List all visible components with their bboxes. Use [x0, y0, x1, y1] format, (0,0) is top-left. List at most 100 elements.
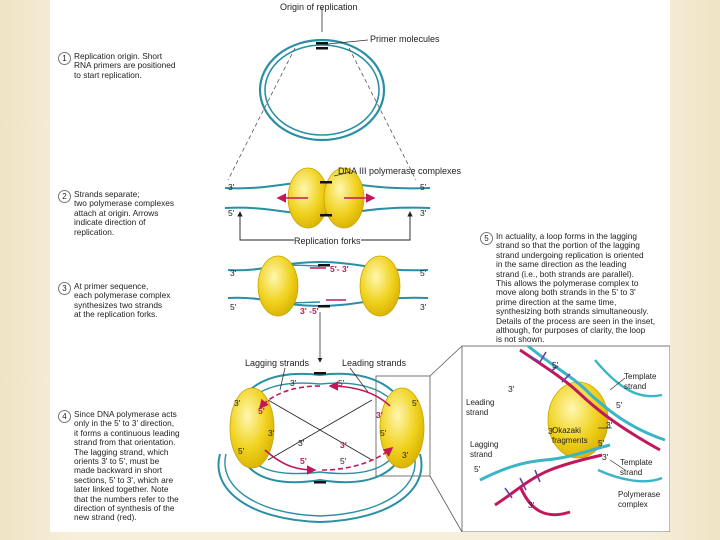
inset-template-top-label: Template strand: [624, 372, 657, 391]
inset-end-label: 5': [552, 360, 559, 370]
step-2: 2 Strands separate; two polymerase compl…: [58, 189, 174, 237]
step-number: 4: [58, 410, 71, 423]
step-line: later linked together. Note: [74, 484, 169, 495]
step-line: RNA primers are positioned: [74, 60, 176, 71]
end-label: 5': [228, 208, 235, 218]
primer-4-top: [314, 372, 326, 375]
step-line: Strands separate;: [74, 189, 140, 199]
step-line: is not shown.: [496, 334, 545, 345]
primer-mark-top: [316, 42, 328, 45]
inset-marker-box: [375, 375, 431, 477]
inset-end-label: 3': [508, 384, 515, 394]
inset-end-label: 3': [606, 420, 613, 430]
inset-leading-label: Leading strand: [466, 398, 495, 417]
end-label: 5': [300, 456, 307, 466]
dna-circle-4-bottom-inner: [224, 453, 416, 517]
step-line: strand so that the portion of the laggin…: [496, 240, 640, 251]
step-3: 3 At primer sequence, each polymerase co…: [58, 281, 171, 320]
inset-lagging-strand: [494, 453, 603, 507]
end-label: 5': [338, 378, 345, 388]
step-line: orients 3' to 5', must be: [74, 456, 160, 467]
dna-circle-4-bottom: [217, 453, 423, 524]
end-label: 3': [290, 378, 297, 388]
polymerase-3-left: [257, 255, 299, 317]
end-label: 3': [228, 182, 235, 192]
end-label: 3': [420, 302, 427, 312]
inset-label-pointers: [598, 377, 626, 471]
strand-pointers: [279, 367, 369, 393]
zoom-lines-1: [227, 47, 417, 181]
primer-3-bottom: [318, 305, 330, 308]
inset-zoom-lines: [429, 345, 463, 532]
step-4: 4 Since DNA polymerase acts only in the …: [58, 409, 180, 523]
leading-strand-right: [328, 381, 391, 407]
replication-diagram: [217, 8, 670, 532]
primer-4-bottom: [314, 481, 326, 484]
end-label: 5': [420, 268, 427, 278]
inset-base-pairs-bottom: [504, 469, 541, 499]
end-label: 3': [230, 268, 237, 278]
crossing-lines: [267, 399, 373, 461]
dna-circle-1-outer: [258, 38, 386, 142]
step-number: 5: [480, 232, 493, 245]
inset-end-label: 3': [548, 426, 555, 436]
end-label: 3': [340, 440, 347, 450]
inset-end-label: 3': [528, 500, 535, 510]
inset-leading-strand: [519, 348, 661, 452]
end-label: 5': [340, 456, 347, 466]
figure-panel: Origin of replication Primer molecules D…: [50, 0, 670, 532]
primer-label: Primer molecules: [370, 34, 440, 44]
end-label: 3' -5': [300, 306, 319, 316]
step-line: Details of the process are seen in the i…: [496, 315, 656, 326]
step-line: at the replication forks.: [74, 309, 158, 320]
new-strand-3: [310, 267, 346, 301]
step-line: only in the 5' to 3' direction,: [74, 418, 175, 429]
step-line: This allows the polymerase complex to: [496, 278, 639, 289]
inset-template-bottom-label: Template strand: [620, 458, 653, 477]
primer-2-top: [320, 181, 332, 184]
inset-end-label: 5': [474, 464, 481, 474]
inset-okazaki-label: Okazaki fragments: [552, 426, 588, 445]
leading-label: Leading strands: [342, 358, 407, 368]
step-number: 3: [58, 282, 71, 295]
end-label: 5': [258, 406, 265, 416]
step-line: it forms a continuous leading: [74, 427, 180, 438]
step-line: indicate direction of: [74, 217, 146, 228]
step-1: 1 Replication origin. Short RNA primers …: [58, 51, 176, 80]
step-line: new strand (red).: [74, 512, 137, 523]
origin-label: Origin of replication: [280, 2, 358, 12]
step-5: 5 In actuality, a loop forms in the lagg…: [480, 231, 656, 345]
inset-polymerase-label: Polymerase complex: [618, 490, 661, 509]
leading-strand-left: [264, 449, 317, 475]
inset-okazaki-fragment: [518, 485, 571, 517]
step-line: that the numbers refer to the: [74, 493, 179, 504]
step-line: Replication origin. Short: [74, 51, 163, 61]
end-label: 5': [230, 302, 237, 312]
step-line: synthesizing both strands simultaneously…: [496, 306, 649, 317]
step-line: prime direction at the same time,: [496, 296, 617, 307]
polymerase-3-right: [359, 255, 401, 317]
step-line: in the same direction as the leading: [496, 259, 627, 270]
inset-lagging-label: Lagging strand: [470, 440, 499, 459]
end-label: 5': [380, 428, 387, 438]
step-line: each polymerase complex: [74, 290, 171, 301]
step-number: 1: [58, 52, 71, 65]
step-line: The lagging strand, which: [74, 446, 169, 457]
primer-mark-bottom: [316, 47, 328, 50]
step-line: move along both strands in the 5' to 3': [496, 287, 636, 298]
end-label: 3': [402, 450, 409, 460]
end-label: 3': [268, 428, 275, 438]
step-line: strand from that orientation.: [74, 437, 176, 448]
inset-end-label: 3': [602, 452, 609, 462]
end-label: 3': [376, 410, 383, 420]
step-line: attach at origin. Arrows: [74, 207, 159, 218]
step-line: replication.: [74, 226, 115, 237]
inset-end-label: 5': [616, 400, 623, 410]
step-line: synthesizes two strands: [74, 299, 163, 310]
lagging-strand-lower: [321, 446, 394, 471]
step-line: In actuality, a loop forms in the laggin…: [496, 231, 637, 241]
forks-label: Replication forks: [294, 236, 361, 246]
inset-template-ends: [594, 359, 663, 483]
dna3-label: DNA III polymerase complexes: [338, 166, 462, 176]
